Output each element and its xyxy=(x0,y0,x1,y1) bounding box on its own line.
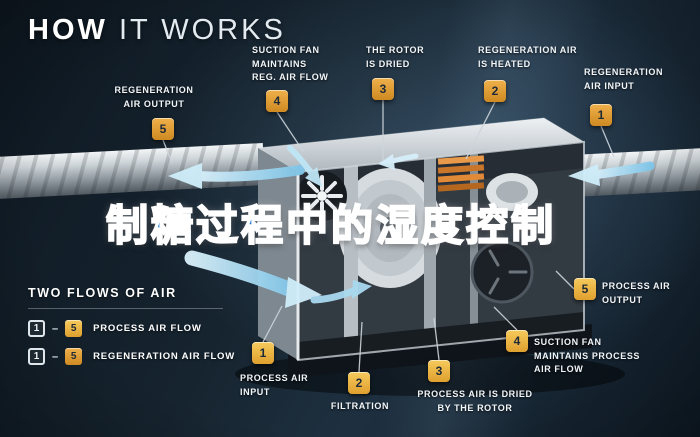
legend-row-regeneration: 1 – 5 REGENERATION AIR FLOW xyxy=(28,348,235,365)
legend-range-dash: – xyxy=(52,322,59,335)
label-suction-fan-process: SUCTION FAN MAINTAINS PROCESS AIR FLOW xyxy=(534,337,641,374)
title-light: IT WORKS xyxy=(118,14,286,46)
step-badge-reg-2: 2 xyxy=(484,80,506,102)
step-badge-reg-4: 4 xyxy=(266,90,288,112)
legend-badge-from: 1 xyxy=(28,320,45,337)
airflow-arrows xyxy=(168,145,655,308)
legend-range-dash: – xyxy=(52,350,59,363)
label-suction-fan-reg: SUCTION FAN MAINTAINS REG. AIR FLOW xyxy=(252,45,329,82)
legend-badge-to: 5 xyxy=(65,320,83,337)
process-fan xyxy=(470,240,534,304)
legend-badge-to: 5 xyxy=(65,348,83,365)
legend-title: TWO FLOWS OF AIR xyxy=(28,286,177,300)
step-badge-proc-5: 5 xyxy=(574,278,596,300)
step-badge-reg-5: 5 xyxy=(152,118,174,140)
step-badge-proc-3: 3 xyxy=(428,360,450,382)
desiccant-rotor xyxy=(338,168,442,288)
dehumidifier-machine xyxy=(235,117,625,396)
label-regeneration-air-input: REGENERATION AIR INPUT xyxy=(584,67,664,91)
suction-fan xyxy=(298,171,347,221)
step-badge-proc-2: 2 xyxy=(348,372,370,394)
step-badge-proc-4: 4 xyxy=(506,330,528,352)
step-badge-proc-1: 1 xyxy=(252,342,274,364)
legend-label-process: PROCESS AIR FLOW xyxy=(93,323,202,334)
title-bold: HOW xyxy=(28,14,108,46)
legend-label-regeneration: REGENERATION AIR FLOW xyxy=(93,351,236,362)
heater-element xyxy=(437,155,485,192)
step-badge-reg-1: 1 xyxy=(590,104,612,126)
step-badge-reg-3: 3 xyxy=(372,78,394,100)
label-process-air-dried: PROCESS AIR IS DRIED BY THE ROTOR xyxy=(417,389,533,413)
label-process-air-output: PROCESS AIR OUTPUT xyxy=(602,281,671,305)
label-regeneration-air-heated: REGENERATION AIR IS HEATED xyxy=(478,45,578,69)
label-process-air-input: PROCESS AIR INPUT xyxy=(240,373,309,397)
label-regeneration-air-output: REGENERATION AIR OUTPUT xyxy=(114,85,194,109)
legend-row-process: 1 – 5 PROCESS AIR FLOW xyxy=(28,320,235,337)
chinese-overlay-title: 制糖过程中的湿度控制 xyxy=(105,201,557,250)
legend-divider xyxy=(28,308,223,309)
page-title: HOW IT WORKS xyxy=(28,14,286,47)
legend-badge-from: 1 xyxy=(28,348,45,365)
left-duct-pipe xyxy=(0,143,265,200)
label-rotor-is-dried: THE ROTOR IS DRIED xyxy=(366,45,425,69)
label-filtration: FILTRATION xyxy=(330,401,390,411)
callout-leader-lines xyxy=(162,100,615,373)
legend: TWO FLOWS OF AIR 1 – 5 PROCESS AIR FLOW … xyxy=(28,286,235,376)
